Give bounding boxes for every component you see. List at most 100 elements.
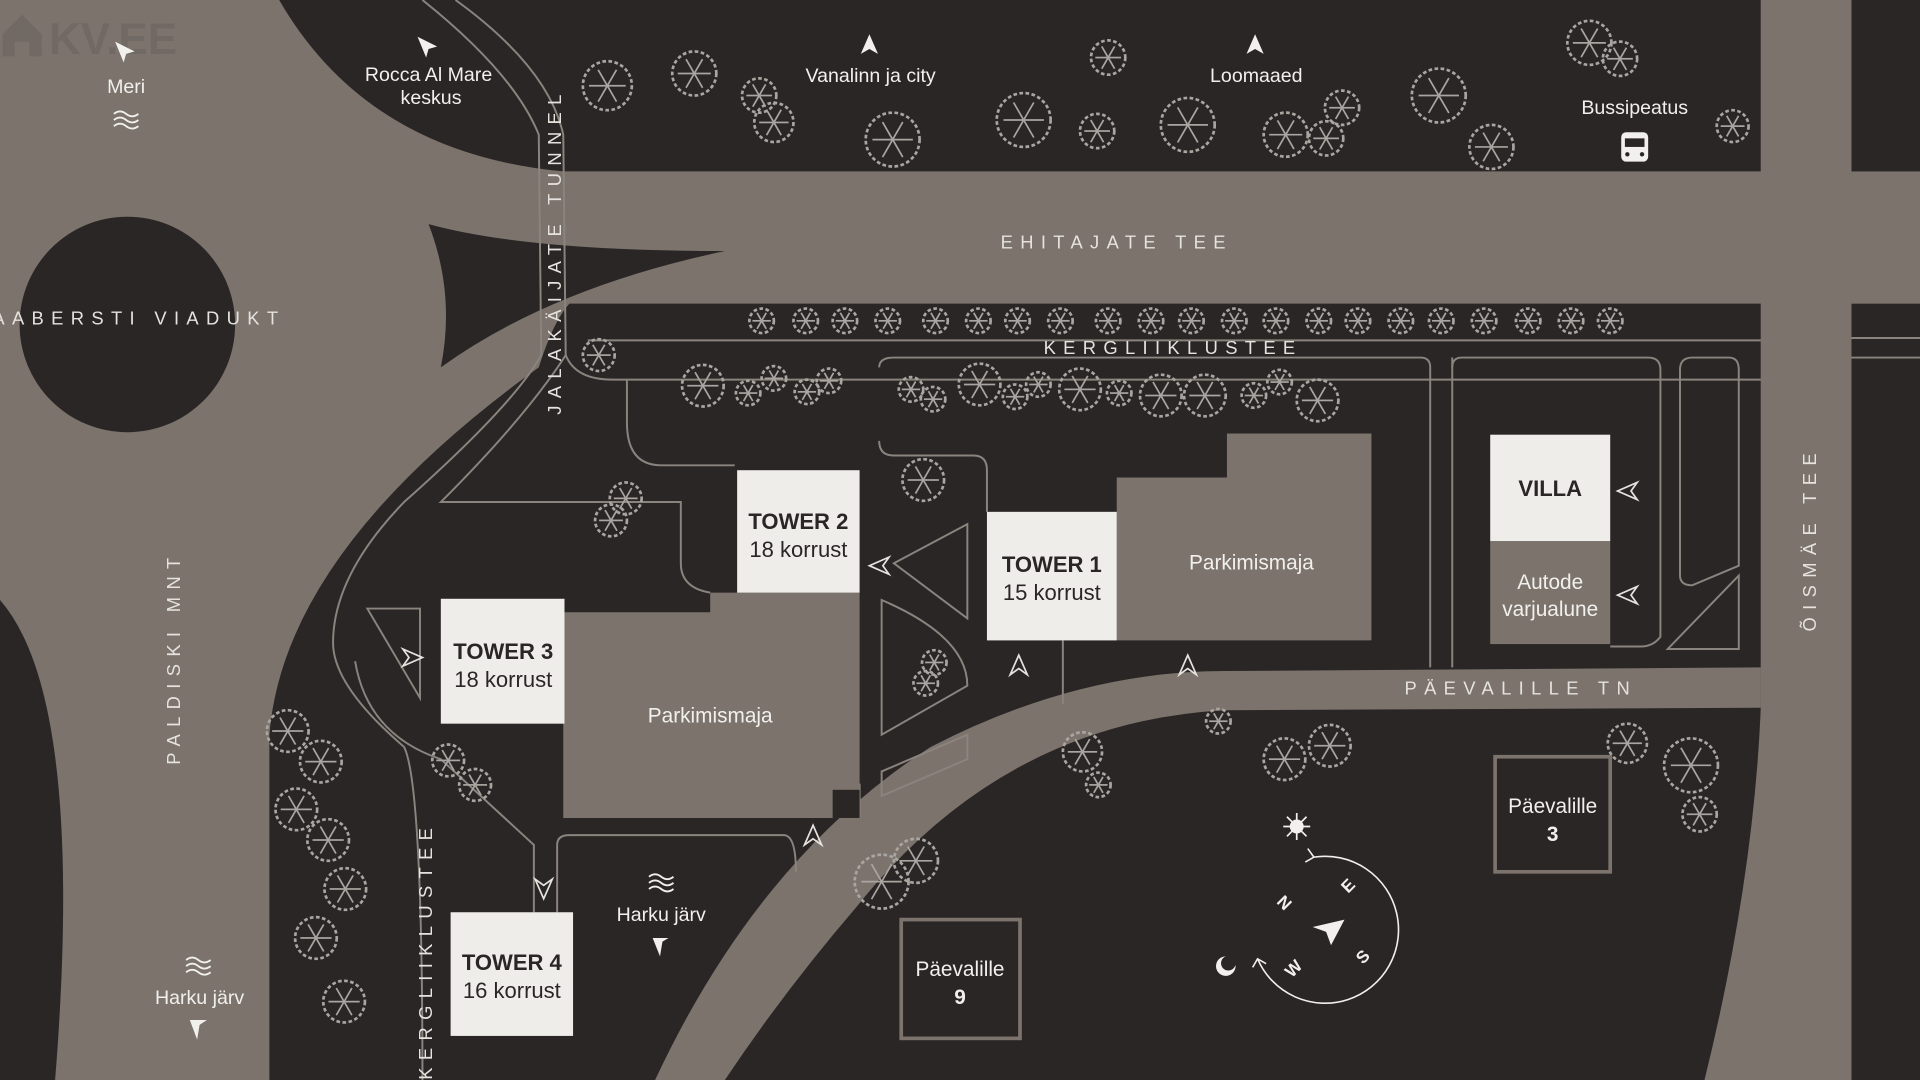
tree-icon (864, 111, 921, 168)
tree-icon (921, 307, 950, 335)
parking-building-right (1116, 433, 1372, 641)
tower-4-floors: 16 korrust (463, 978, 561, 1003)
tree-icon (1003, 307, 1032, 335)
tree-icon (853, 853, 910, 910)
water-icon (648, 873, 675, 893)
tree-icon (964, 307, 992, 335)
street-haabersti: HAABERSTI VIADUKT (0, 307, 285, 328)
moon-icon (1215, 956, 1236, 976)
tree-icon (274, 787, 319, 832)
street-kergliiklustee-left: KERGLIIKLUSTEE (415, 821, 436, 1080)
entrance-arrow-icon (867, 555, 892, 577)
tree-icon (1715, 108, 1750, 144)
north-arrow-icon (1312, 919, 1345, 946)
tree-icon (874, 307, 902, 335)
dest-bussipeatus: Bussipeatus (1581, 97, 1688, 119)
street-jalakaijate: JALAKÄIJATE TUNNEL (544, 87, 565, 414)
tree-icon (680, 363, 726, 408)
tree-icon (1262, 111, 1310, 159)
dest-loomaaed: Loomaaed (1210, 65, 1303, 87)
tree-icon (323, 866, 368, 912)
tree-icon (1204, 707, 1232, 735)
paevalille-3-number: 3 (1547, 823, 1559, 846)
tree-icon (1024, 370, 1052, 399)
tree-icon (1266, 368, 1294, 396)
tree-icon (892, 837, 940, 885)
tree-icon (912, 669, 940, 697)
logo-text: KV.EE (49, 15, 177, 64)
carport-label-2: varjualune (1502, 598, 1598, 621)
haabersti-viaduct-circle (19, 216, 236, 433)
tree-icon (1057, 367, 1103, 412)
tree-icon (1001, 383, 1029, 411)
compass-ring (1256, 855, 1400, 1005)
tree-icon (1046, 307, 1075, 335)
parking-building-left (563, 592, 860, 818)
street-oismae: ÕISMÄE TEE (1799, 446, 1820, 631)
tower-1-name: TOWER 1 (1002, 552, 1102, 577)
villa[interactable]: VILLA (1490, 434, 1611, 542)
tree-icon (1427, 307, 1455, 335)
carport[interactable]: Autode varjualune (1490, 541, 1611, 645)
tree-icon (670, 50, 718, 97)
tower-3[interactable]: TOWER 3 18 korrust (440, 598, 565, 724)
tree-icon (1557, 307, 1585, 335)
tree-icon (920, 648, 948, 677)
tower-1-floors: 15 korrust (1003, 580, 1101, 605)
tree-icon (1344, 307, 1372, 335)
tree-icon (740, 77, 778, 114)
tree-icon (1061, 730, 1104, 773)
direction-arrow-icon (652, 937, 669, 957)
entrance-arrow-icon (400, 646, 425, 669)
tree-icon (1307, 119, 1345, 157)
tower-2-floors: 18 korrust (749, 537, 847, 562)
tree-icon (1105, 379, 1133, 407)
tree-icon (760, 364, 788, 392)
top-block (279, 0, 1761, 172)
tree-icon (1410, 67, 1468, 124)
top-right-block (1851, 0, 1920, 172)
tree-icon (581, 337, 617, 373)
tree-icon (1323, 89, 1361, 127)
tree-icon (457, 767, 493, 803)
entrance-arrow-icon (1615, 480, 1640, 502)
house-icon (2, 14, 42, 57)
street-kergliiklustee-top: KERGLIIKLUSTEE (1044, 337, 1303, 358)
tower-2-name: TOWER 2 (748, 509, 848, 534)
tree-icon (1177, 307, 1206, 335)
tree-icon (897, 375, 925, 403)
tree-icon (1662, 737, 1720, 794)
tree-icon (1470, 307, 1498, 335)
paevalille-9-name: Päevalille (915, 958, 1004, 981)
tree-icon (1262, 737, 1307, 782)
tower-4[interactable]: TOWER 4 16 korrust (450, 912, 574, 1036)
paevalille-9[interactable]: Päevalille 9 (899, 917, 1022, 1041)
tree-icon (1468, 123, 1515, 171)
parking-label-left: Parkimismaja (648, 704, 773, 727)
tree-icon (1606, 722, 1649, 765)
water-icons (113, 110, 675, 976)
paevalille-3-name: Päevalille (1508, 795, 1597, 818)
street-paevalille: PÄEVALILLE TN (1405, 677, 1638, 698)
tree-icon (430, 743, 466, 778)
tree-icon (581, 59, 634, 112)
street-ehitajate: EHITAJATE TEE (1001, 232, 1233, 253)
road-outlines (332, 0, 1920, 1080)
paevalille-3[interactable]: Päevalille 3 (1493, 754, 1613, 874)
tree-icon (734, 379, 762, 407)
trees (265, 19, 1750, 1024)
tree-icon (1138, 373, 1183, 418)
water-icon (113, 110, 139, 130)
compass-arrowheads (1251, 848, 1316, 968)
right-block (1851, 303, 1920, 1080)
direction-arrow-icon (860, 34, 878, 54)
parking-label-right: Parkimismaja (1189, 551, 1314, 574)
dest-rocca-2: keskus (401, 87, 462, 109)
tree-icon (306, 817, 351, 863)
tree-icon (1084, 771, 1112, 799)
tree-icon (1182, 373, 1228, 418)
tower-2[interactable]: TOWER 2 18 korrust (737, 470, 860, 593)
tree-icon (1078, 112, 1116, 150)
tower-1[interactable]: TOWER 1 15 korrust (986, 511, 1117, 641)
